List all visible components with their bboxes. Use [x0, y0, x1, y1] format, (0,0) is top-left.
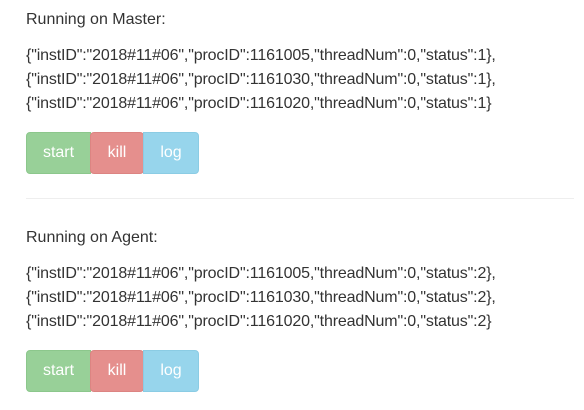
master-title: Running on Master:	[26, 11, 166, 28]
agent-process-item: {"instID":"2018#11#06","procID":1161020,…	[26, 313, 492, 330]
agent-title: Running on Agent:	[26, 229, 158, 246]
agent-process-list: {"instID":"2018#11#06","procID":1161005,…	[26, 262, 496, 334]
section-divider	[26, 198, 574, 199]
master-button-group: start kill log	[26, 132, 199, 174]
agent-log-button[interactable]: log	[143, 350, 199, 392]
agent-process-item: {"instID":"2018#11#06","procID":1161030,…	[26, 289, 496, 306]
master-kill-button[interactable]: kill	[90, 132, 144, 174]
master-process-item: {"instID":"2018#11#06","procID":1161020,…	[26, 95, 492, 112]
agent-button-group: start kill log	[26, 350, 199, 392]
agent-start-button[interactable]: start	[26, 350, 91, 392]
master-start-button[interactable]: start	[26, 132, 91, 174]
agent-process-item: {"instID":"2018#11#06","procID":1161005,…	[26, 265, 496, 282]
master-process-item: {"instID":"2018#11#06","procID":1161030,…	[26, 71, 496, 88]
master-log-button[interactable]: log	[143, 132, 199, 174]
agent-kill-button[interactable]: kill	[90, 350, 144, 392]
master-process-list: {"instID":"2018#11#06","procID":1161005,…	[26, 44, 496, 116]
master-process-item: {"instID":"2018#11#06","procID":1161005,…	[26, 47, 496, 64]
